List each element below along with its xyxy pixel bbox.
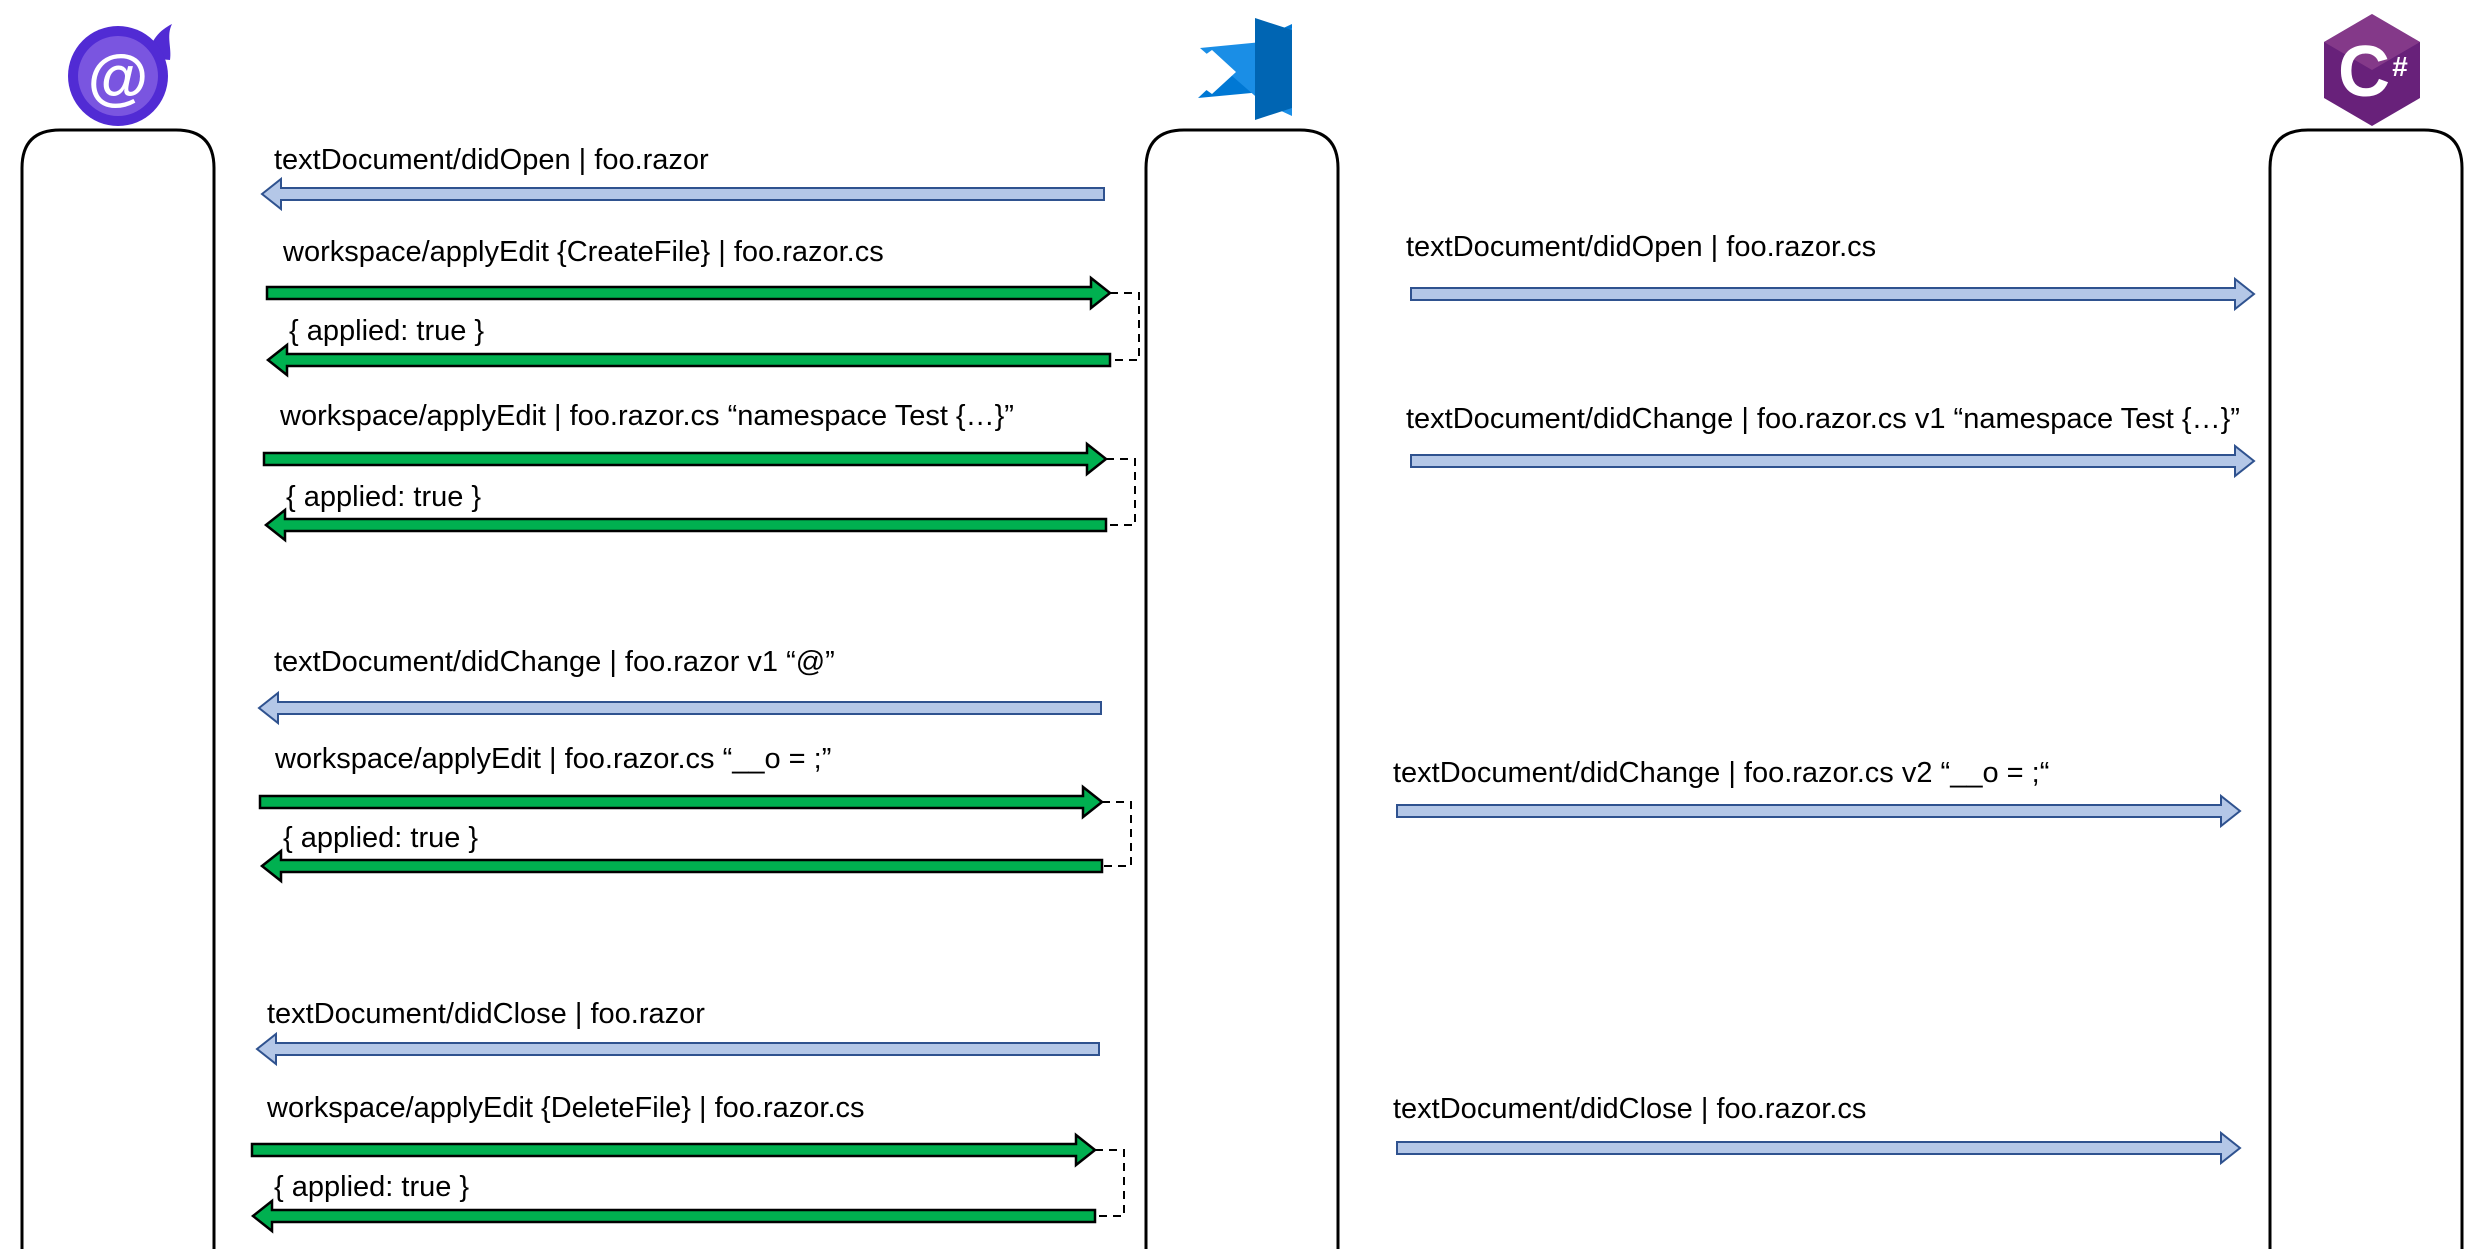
message-label: textDocument/didClose | foo.razor.cs bbox=[1393, 1093, 1866, 1125]
message-label: workspace/applyEdit {CreateFile} | foo.r… bbox=[282, 236, 884, 268]
arrow-applied-3 bbox=[259, 848, 1104, 884]
arrow-applyedit-o bbox=[258, 784, 1105, 820]
vscode-logo-icon bbox=[1198, 18, 1292, 120]
arrow-didchange-razorcs-v2 bbox=[1396, 793, 2242, 829]
message-label: textDocument/didChange | foo.razor.cs v2… bbox=[1393, 757, 2049, 789]
message-label: textDocument/didOpen | foo.razor bbox=[274, 144, 709, 176]
dashed-connector bbox=[1110, 292, 1140, 361]
csharp-logo-sharp: # bbox=[2392, 51, 2408, 82]
arrow-applyedit-deletefile bbox=[250, 1132, 1098, 1168]
message-label: workspace/applyEdit | foo.razor.cs “__o … bbox=[274, 743, 831, 775]
dashed-connector bbox=[1095, 1149, 1125, 1217]
arrow-didchange-razorcs-v1 bbox=[1410, 443, 2256, 479]
message-label: textDocument/didChange | foo.razor v1 “@… bbox=[274, 646, 835, 678]
message-label: textDocument/didOpen | foo.razor.cs bbox=[1406, 231, 1876, 263]
lane-blazor bbox=[20, 128, 216, 1249]
message-label: textDocument/didChange | foo.razor.cs v1… bbox=[1406, 403, 2240, 435]
arrow-didchange-razor bbox=[257, 690, 1102, 726]
dashed-connector bbox=[1102, 801, 1132, 867]
arrow-didclose-razorcs bbox=[1396, 1130, 2242, 1166]
message-label: textDocument/didClose | foo.razor bbox=[267, 998, 705, 1030]
message-label: workspace/applyEdit {DeleteFile} | foo.r… bbox=[266, 1092, 865, 1124]
arrow-applyedit-createfile bbox=[265, 275, 1113, 311]
message-label: { applied: true } bbox=[286, 481, 481, 513]
csharp-logo-glyph: C bbox=[2338, 32, 2390, 112]
lane-csharp bbox=[2268, 128, 2464, 1249]
arrow-didopen-razorcs bbox=[1410, 276, 2256, 312]
message-label: { applied: true } bbox=[274, 1171, 469, 1203]
message-label: { applied: true } bbox=[283, 822, 478, 854]
blazor-logo-glyph: @ bbox=[88, 43, 148, 112]
arrow-applied-4 bbox=[250, 1198, 1097, 1234]
message-label: { applied: true } bbox=[289, 315, 484, 347]
csharp-logo-icon: C # bbox=[2324, 14, 2420, 126]
arrow-applied-1 bbox=[265, 342, 1112, 378]
lane-vscode bbox=[1144, 128, 1340, 1249]
arrow-applied-2 bbox=[263, 507, 1108, 543]
arrow-applyedit-namespace bbox=[262, 441, 1109, 477]
arrow-didclose-razor bbox=[255, 1031, 1100, 1067]
message-label: workspace/applyEdit | foo.razor.cs “name… bbox=[279, 400, 1014, 432]
blazor-logo-icon: @ bbox=[68, 24, 172, 126]
dashed-connector bbox=[1106, 458, 1136, 526]
arrow-didopen-razor bbox=[260, 176, 1105, 212]
